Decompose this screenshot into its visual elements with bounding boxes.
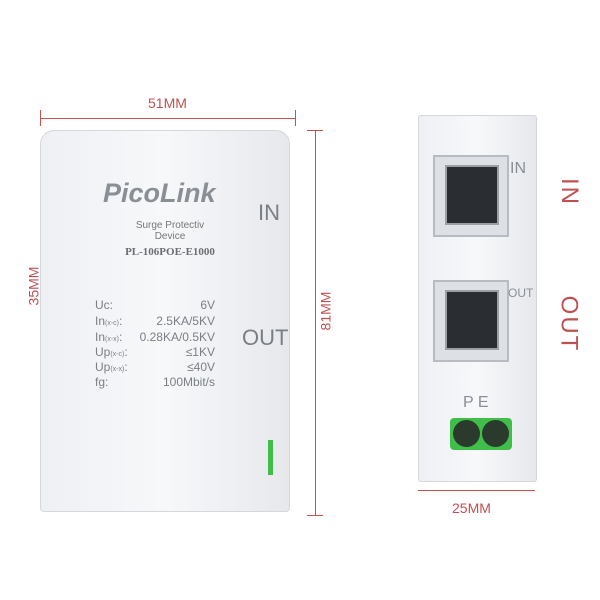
terminal-strip <box>268 440 273 475</box>
brand-logo: PicoLink <box>103 178 216 208</box>
dim-tick <box>307 515 323 516</box>
dim-line-width-left <box>40 118 295 119</box>
spec-row: Up(x-x):≤40V <box>95 360 215 374</box>
side-label-out: OUT <box>555 295 583 353</box>
port-in-label: IN <box>510 160 526 177</box>
dim-label-width-right: 25MM <box>452 500 491 516</box>
spec-row: In(x-c):2.5KA/5KV <box>95 314 215 328</box>
rj45-port-in[interactable] <box>433 155 509 237</box>
pe-label: P E <box>463 394 489 411</box>
rj45-port-out[interactable] <box>433 280 509 362</box>
side-label-in: IN <box>556 178 583 206</box>
spec-row: Uc:6V <box>95 298 215 312</box>
dim-tick <box>307 130 323 131</box>
spec-row: fg:100Mbit/s <box>95 375 215 389</box>
spec-row: Up(x-c):≤1KV <box>95 345 215 359</box>
model-number: PL-106POE-E1000 <box>125 246 215 258</box>
screw-icon <box>482 420 509 447</box>
spec-row: In(x-x):0.28KA/0.5KV <box>95 330 215 344</box>
out-label: OUT <box>242 325 289 350</box>
dim-label-width-left: 51MM <box>148 95 187 111</box>
dim-line-width-right <box>418 490 535 491</box>
subtitle-2: Device <box>154 231 186 242</box>
dim-line-height-total <box>315 130 316 515</box>
screw-icon <box>453 420 480 447</box>
port-jack <box>445 290 499 350</box>
left-device-body <box>40 130 290 512</box>
port-out-label: OUT <box>508 286 534 300</box>
dim-tick <box>295 110 296 126</box>
subtitle-1: Surge Protectiv <box>135 220 205 231</box>
port-jack <box>445 165 499 225</box>
dim-tick <box>40 110 41 126</box>
dim-label-height-total: 81MM <box>317 291 334 331</box>
in-label: IN <box>258 200 280 225</box>
